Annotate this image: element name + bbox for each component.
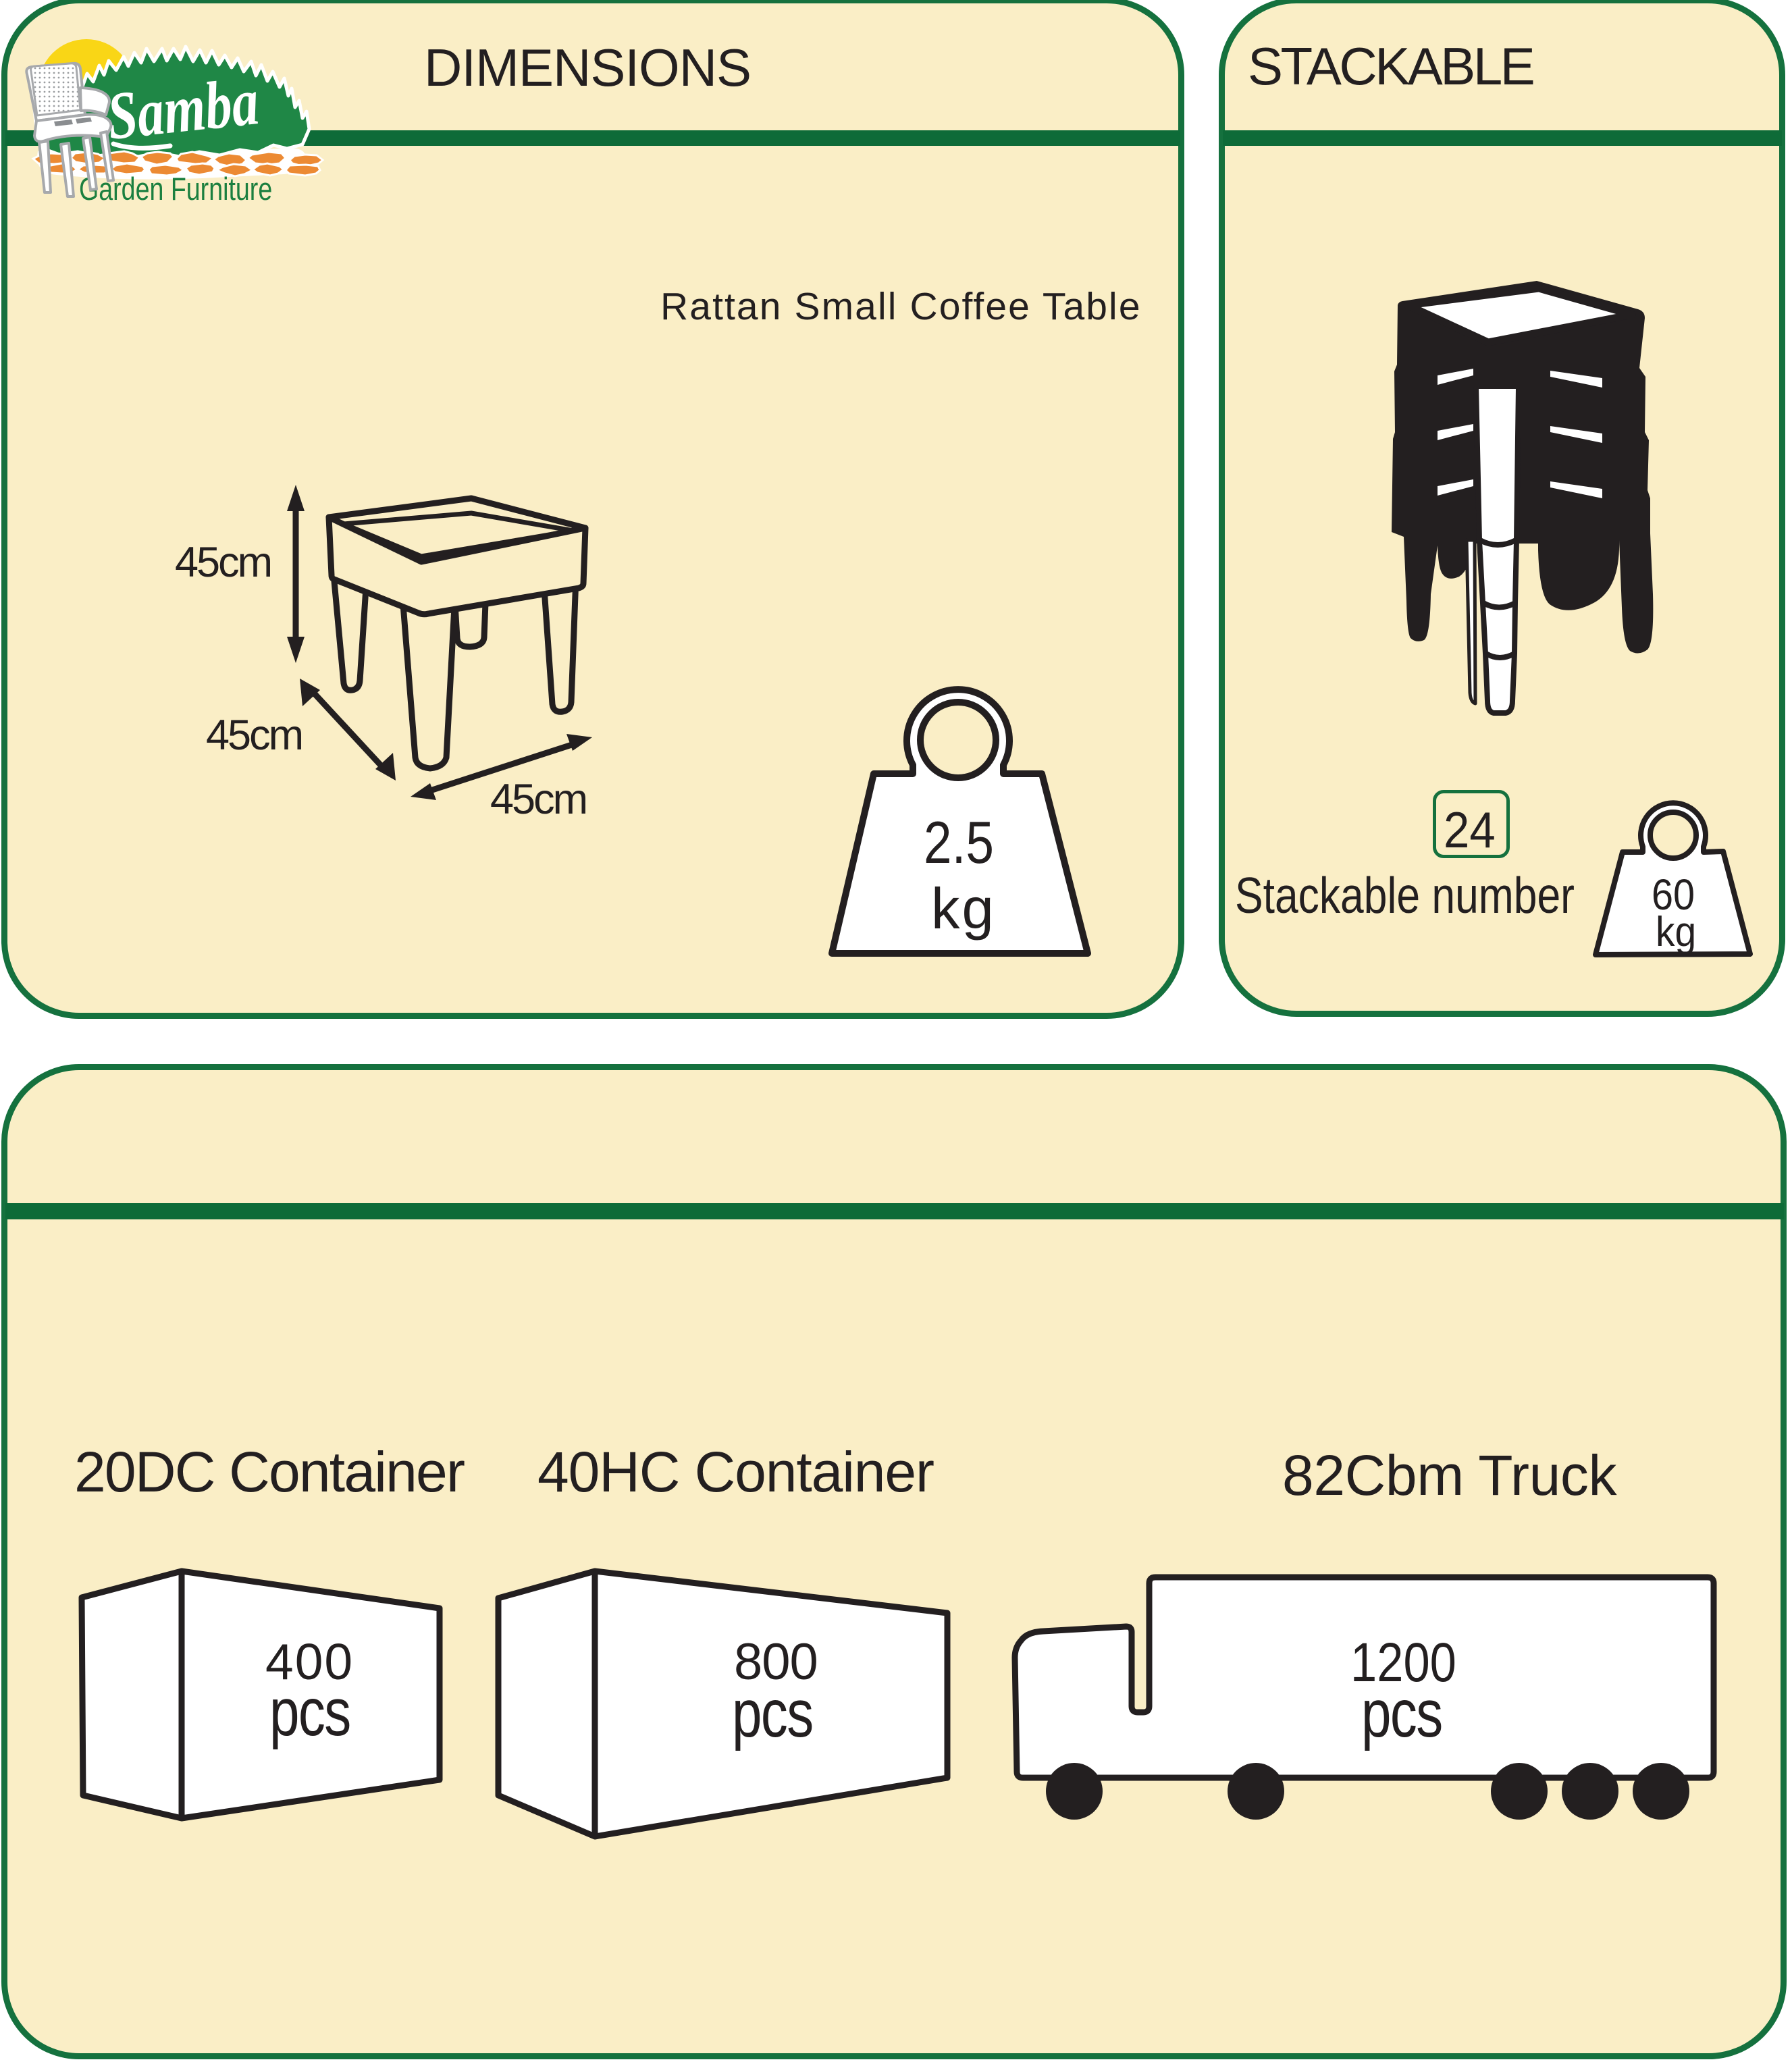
svg-text:Samba: Samba [104, 64, 262, 154]
